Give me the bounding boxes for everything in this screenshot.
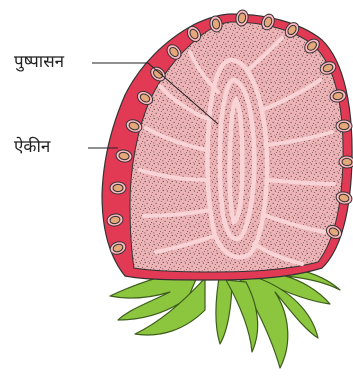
label-receptacle: पुष्पासन xyxy=(14,54,64,71)
sepals xyxy=(110,266,340,368)
label-achene: ऐकीन xyxy=(14,139,50,156)
